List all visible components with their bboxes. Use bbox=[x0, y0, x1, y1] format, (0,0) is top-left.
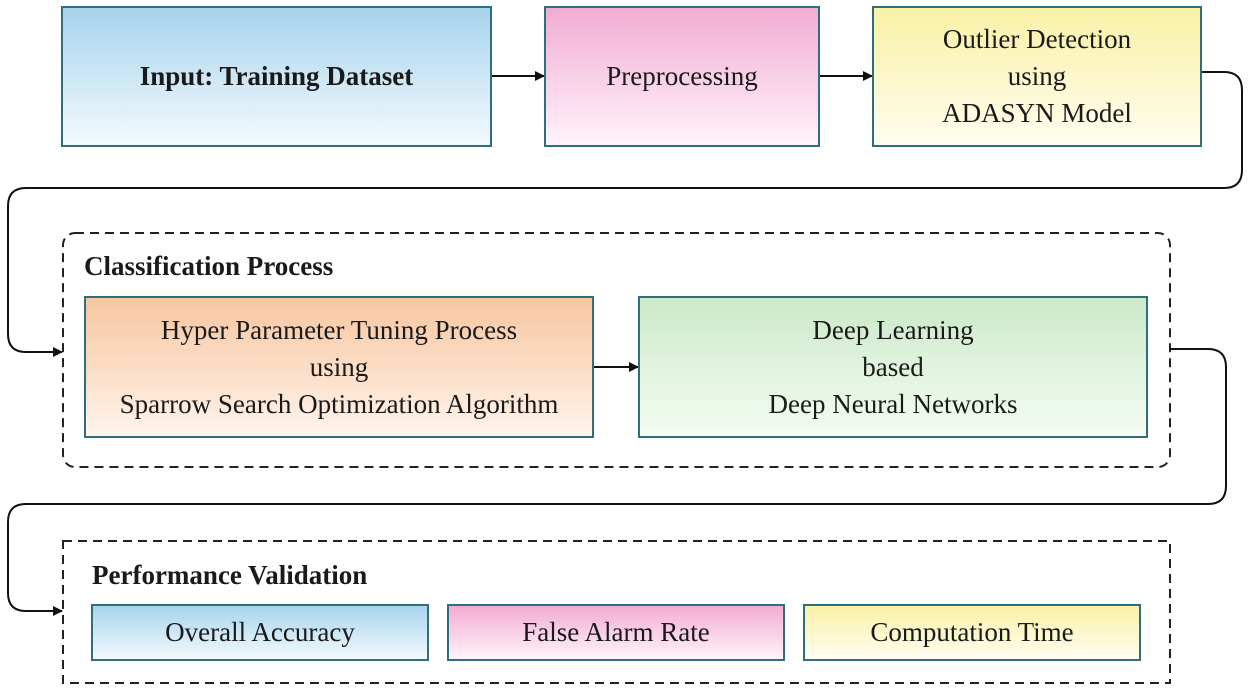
arrow-outlier-to-classification bbox=[7, 71, 1243, 357]
outlier-line-3: ADASYN Model bbox=[942, 98, 1132, 128]
dnn-line-1: Deep Learning bbox=[812, 314, 974, 345]
overall-accuracy-label: Overall Accuracy bbox=[165, 617, 355, 647]
dnn-line-2: based bbox=[862, 351, 924, 382]
arrow-classification-to-validation bbox=[7, 348, 1227, 616]
deep-neural-network-box: Deep Learning based Deep Neural Networks bbox=[638, 296, 1148, 438]
preprocessing-label: Preprocessing bbox=[606, 61, 758, 91]
validation-group-border bbox=[62, 540, 1171, 684]
outlier-detection-box: Outlier Detection using ADASYN Model bbox=[872, 6, 1202, 147]
false-alarm-rate-label: False Alarm Rate bbox=[522, 617, 710, 647]
preprocessing-box: Preprocessing bbox=[544, 6, 820, 147]
input-training-dataset-box: Input: Training Dataset bbox=[61, 6, 492, 147]
tuning-line-1: Hyper Parameter Tuning Process bbox=[160, 314, 518, 345]
computation-time-box: Computation Time bbox=[803, 604, 1141, 661]
false-alarm-rate-box: False Alarm Rate bbox=[447, 604, 785, 661]
outlier-line-1: Outlier Detection bbox=[942, 24, 1132, 54]
overall-accuracy-box: Overall Accuracy bbox=[91, 604, 429, 661]
computation-time-label: Computation Time bbox=[870, 617, 1074, 647]
tuning-line-3: Sparrow Search Optimization Algorithm bbox=[119, 388, 559, 419]
hyperparameter-tuning-box: Hyper Parameter Tuning Process using Spa… bbox=[84, 296, 594, 438]
outlier-line-2: using bbox=[1007, 61, 1067, 91]
performance-validation-title: Performance Validation bbox=[92, 560, 368, 590]
tuning-line-2: using bbox=[309, 351, 369, 382]
input-training-dataset-label: Input: Training Dataset bbox=[139, 61, 414, 91]
dnn-line-3: Deep Neural Networks bbox=[768, 388, 1018, 419]
classification-process-title: Classification Process bbox=[84, 251, 334, 281]
